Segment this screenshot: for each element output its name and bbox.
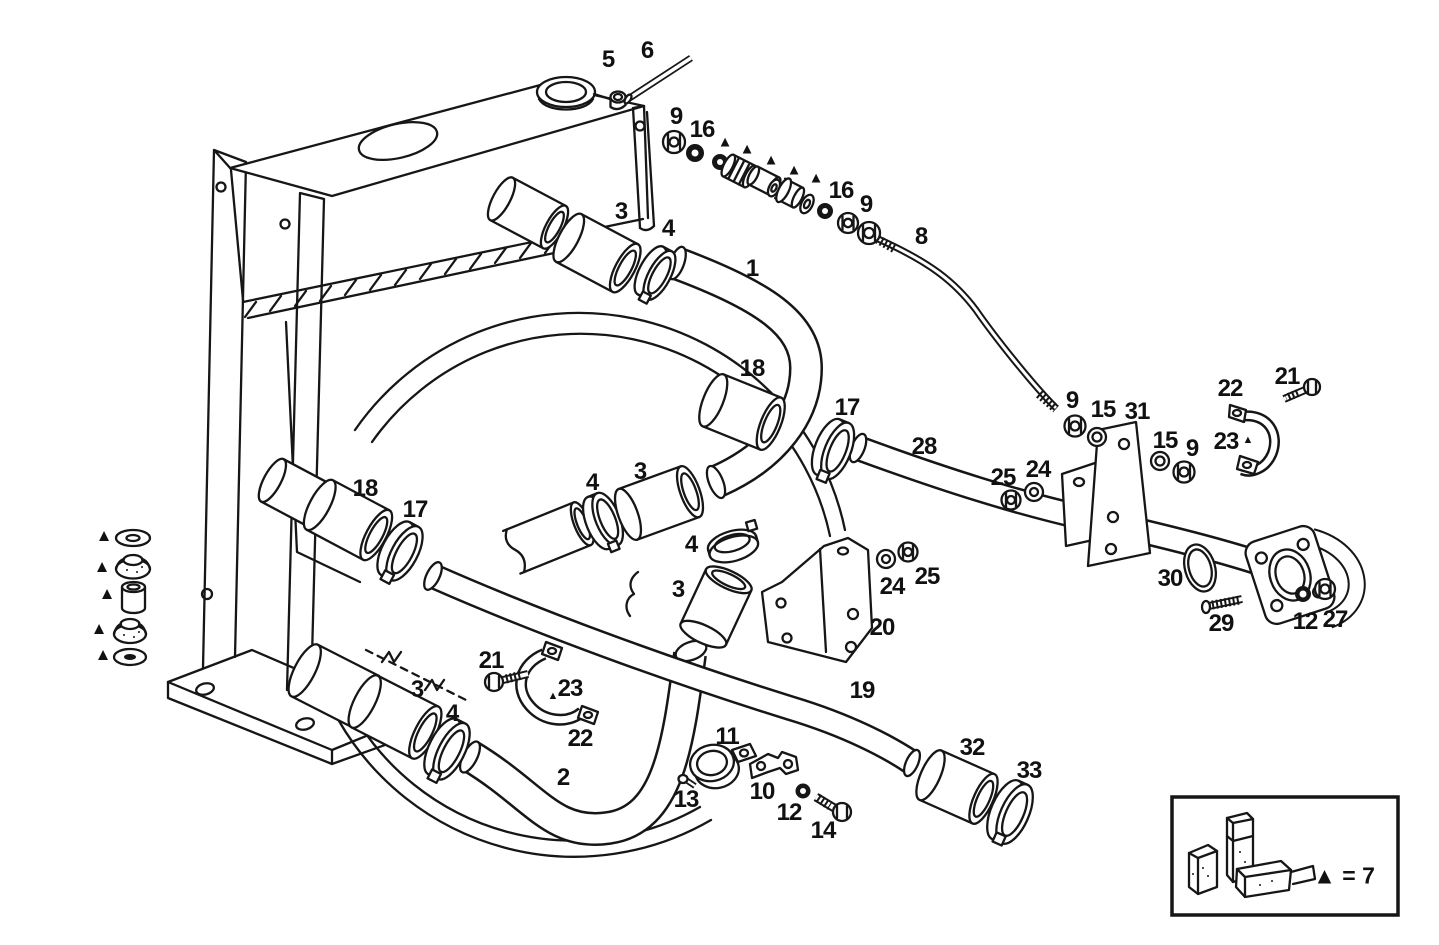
radiator-foot [166, 648, 412, 766]
clamp-17-upper [810, 417, 856, 484]
filler-cap [535, 75, 612, 111]
washer-12-lower [795, 783, 811, 799]
nut-9-rod-end [1063, 414, 1087, 438]
band-clamp-11 [689, 742, 758, 790]
nut-9-top [661, 129, 687, 155]
sleeve-3-vertical [679, 565, 753, 649]
clamp-4-flat [706, 518, 760, 564]
sleeve-18-left [302, 478, 394, 562]
sleeve-3-center [613, 464, 705, 542]
overflow-tube-6 [623, 55, 693, 105]
bolt-14 [813, 793, 853, 823]
bolt-21-lower [483, 670, 529, 693]
clamp-4-center [581, 491, 625, 554]
washer-12-right [1295, 586, 1311, 602]
nut-27 [1313, 577, 1337, 601]
nut-25-upper [1000, 489, 1022, 511]
sleeve-18-upper [698, 373, 786, 451]
break-mark [625, 570, 640, 618]
radiator-right-bracket [631, 104, 656, 232]
nut-9-right [1172, 460, 1196, 484]
nut-24-lower [875, 548, 897, 570]
clamp-33 [986, 779, 1034, 847]
sleeve-3-bottom [347, 674, 443, 760]
mount-stack [112, 528, 152, 667]
bolt-21-upper [1282, 377, 1322, 403]
saddle-clamp-22-upper [1227, 403, 1280, 477]
valve-assembly-parts [712, 153, 882, 246]
bracket-31 [1060, 420, 1152, 568]
nut-24-upper [1023, 481, 1045, 503]
washer-16-top [686, 144, 704, 162]
nut-25-lower [897, 541, 919, 563]
bracket-20 [760, 536, 874, 664]
lower-pipe-19 [423, 561, 922, 778]
radiator-frame [200, 148, 326, 697]
saddle-clamp-22-lower [515, 640, 600, 726]
lower-hose-2 [458, 639, 708, 846]
grommet-5 [609, 90, 627, 111]
screw-13 [677, 773, 697, 789]
bracket-10 [748, 750, 800, 780]
clamp-4-bottom [423, 717, 471, 785]
clamp-17-left [376, 520, 424, 585]
legend-text: ▲ = 7 [1313, 862, 1375, 889]
clamp-4-upper [633, 245, 677, 305]
drain-rod-8 [874, 234, 1059, 413]
washer-15-right [1149, 450, 1171, 472]
washer-15-left [1086, 426, 1108, 448]
legend-box [1170, 795, 1400, 917]
radiator-stub-upper [486, 176, 570, 250]
pipe-elbow [1309, 528, 1366, 629]
stud-29 [1200, 595, 1243, 615]
sleeve-3-upper [552, 212, 642, 294]
oring-30 [1182, 543, 1218, 593]
upper-hose-1 [667, 245, 824, 500]
